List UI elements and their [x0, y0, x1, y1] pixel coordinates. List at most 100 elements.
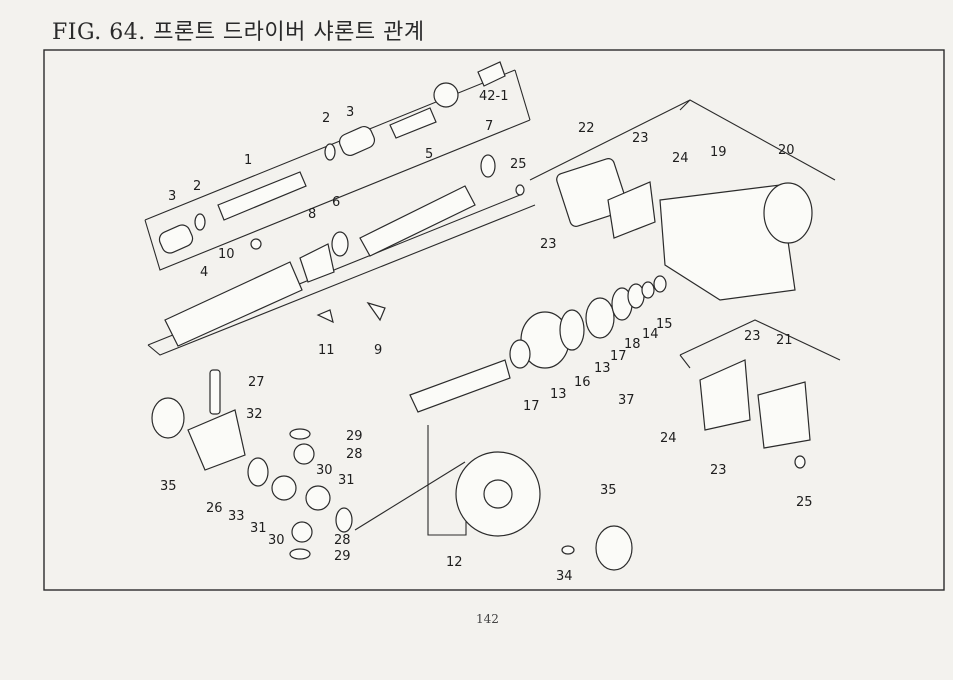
gear-30-left — [271, 475, 297, 501]
seal-20 — [763, 182, 813, 244]
part-label-13: 13 — [550, 387, 567, 402]
part-label-34: 34 — [556, 569, 573, 584]
part-label-42-1: 42-1 — [479, 89, 509, 104]
part-label-23: 23 — [540, 237, 557, 252]
cover-21 — [757, 381, 811, 449]
shaft-27 — [209, 369, 221, 415]
diagram-frame — [43, 49, 945, 591]
pinion-shaft — [409, 359, 511, 413]
washer-29-bottom — [289, 548, 311, 560]
shaft-5 — [359, 185, 476, 257]
seal-6 — [331, 231, 349, 257]
part-label-37: 37 — [618, 393, 635, 408]
part-label-32: 32 — [246, 407, 263, 422]
upper-shaft-parts — [158, 61, 525, 347]
washer-31-right — [335, 507, 353, 533]
housing-4 — [164, 261, 303, 347]
part-label-35: 35 — [600, 483, 617, 498]
part-label-33: 33 — [228, 509, 245, 524]
part-label-5: 5 — [425, 147, 433, 162]
bearing-3-upper — [338, 125, 376, 157]
part-label-3: 3 — [346, 105, 354, 120]
bearing-35-left — [151, 397, 185, 439]
washer-29-top — [289, 428, 311, 440]
differential-parts — [151, 359, 633, 571]
bolt-9 — [366, 301, 386, 322]
bolt-11 — [316, 309, 334, 324]
spacer-18 — [627, 283, 645, 309]
part-label-24: 24 — [660, 431, 677, 446]
part-label-29: 29 — [346, 429, 363, 444]
part-label-31: 31 — [250, 521, 267, 536]
part-label-23: 23 — [744, 329, 761, 344]
gear-28-top — [293, 443, 315, 465]
part-label-8: 8 — [308, 207, 316, 222]
part-label-25: 25 — [510, 157, 527, 172]
part-label-18: 18 — [624, 337, 641, 352]
part-label-28: 28 — [346, 447, 363, 462]
part-label-17: 17 — [523, 399, 540, 414]
nut-14 — [641, 281, 655, 299]
part-label-2: 2 — [322, 111, 330, 126]
ring-17 — [509, 339, 531, 369]
part-label-2: 2 — [193, 179, 201, 194]
part-label-10: 10 — [218, 247, 235, 262]
race-16 — [559, 309, 585, 351]
spline-42-1 — [477, 61, 506, 87]
gasket-23-upper — [607, 181, 656, 239]
part-label-26: 26 — [206, 501, 223, 516]
bearing-3-left — [158, 224, 194, 254]
part-label-25: 25 — [796, 495, 813, 510]
housing-19 — [659, 184, 796, 301]
washer-15 — [653, 275, 667, 293]
figure-title: FIG. 64. 프론트 드라이버 샤론트 관계 — [52, 20, 425, 45]
bearing-13-b — [585, 297, 615, 339]
part-labels: 42-1 3 2 7 1 5 3 2 8 6 10 4 11 9 25 22 2… — [160, 89, 813, 584]
diff-case-26 — [187, 409, 246, 471]
part-label-15: 15 — [656, 317, 673, 332]
part-label-16: 16 — [574, 375, 591, 390]
part-label-1: 1 — [244, 153, 252, 168]
part-label-22: 22 — [578, 121, 595, 136]
bolt-25-lower — [794, 455, 806, 469]
part-label-20: 20 — [778, 143, 795, 158]
part-label-21: 21 — [776, 333, 793, 348]
ring-2-left — [194, 213, 206, 231]
coupling — [389, 107, 437, 139]
part-label-35: 35 — [160, 479, 177, 494]
bearing-35-right — [595, 525, 633, 571]
part-label-3: 3 — [168, 189, 176, 204]
part-label-28: 28 — [334, 533, 351, 548]
right-housing-parts — [509, 158, 813, 469]
gasket-24-lower — [699, 359, 751, 431]
gear-30-right — [305, 485, 331, 511]
bolt-34 — [561, 545, 575, 555]
bolt-25-upper — [515, 184, 525, 196]
part-label-6: 6 — [332, 195, 340, 210]
gear-28-bottom — [291, 521, 313, 543]
shaft-1 — [217, 171, 307, 221]
part-label-13: 13 — [594, 361, 611, 376]
part-label-12: 12 — [446, 555, 463, 570]
part-label-23: 23 — [710, 463, 727, 478]
ring-2-upper — [324, 143, 336, 161]
part-label-29: 29 — [334, 549, 351, 564]
ring-gear-hub — [483, 479, 513, 509]
part-label-17: 17 — [610, 349, 627, 364]
yoke-8 — [299, 243, 335, 283]
part-label-30: 30 — [268, 533, 285, 548]
page-number: 142 — [476, 612, 499, 626]
washer-31-left — [247, 457, 269, 487]
part-label-7: 7 — [485, 119, 493, 134]
bolt-10 — [250, 238, 262, 250]
part-label-9: 9 — [374, 343, 382, 358]
part-label-11: 11 — [318, 343, 335, 358]
part-label-14: 14 — [642, 327, 659, 342]
part-label-30: 30 — [316, 463, 333, 478]
part-label-23: 23 — [632, 131, 649, 146]
part-label-19: 19 — [710, 145, 727, 160]
part-label-31: 31 — [338, 473, 355, 488]
bearing-ring-42 — [433, 82, 459, 108]
part-label-27: 27 — [248, 375, 265, 390]
